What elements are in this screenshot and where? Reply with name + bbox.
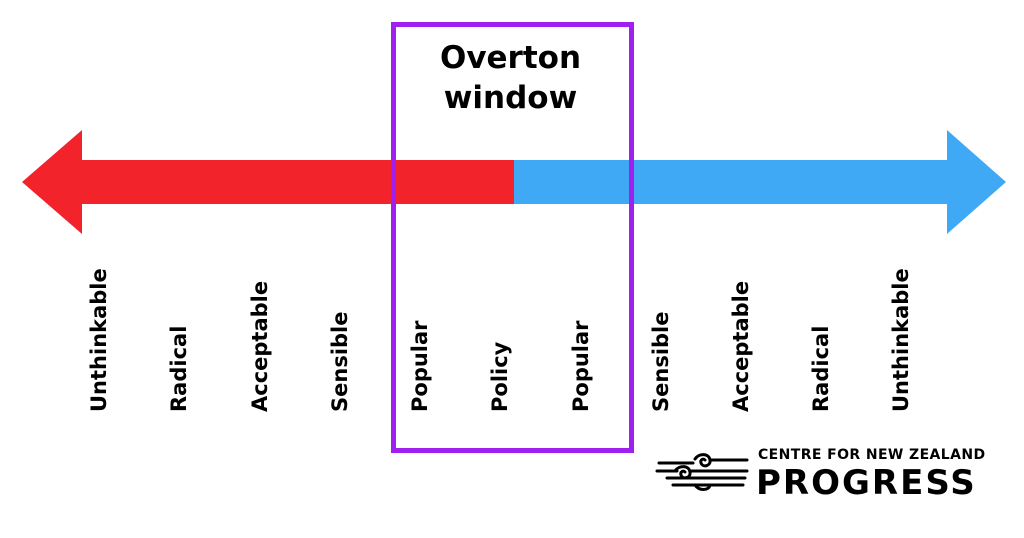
- label-unthinkable-left: Unthinkable: [87, 268, 111, 412]
- logo-text-main: PROGRESS: [756, 463, 977, 503]
- wind-swirl-icon: [655, 453, 749, 491]
- left-arrow: [22, 130, 514, 234]
- label-unthinkable-right: Unthinkable: [889, 268, 913, 412]
- label-radical-left: Radical: [167, 325, 191, 412]
- overton-window-frame: [391, 22, 634, 453]
- cfnzp-logo: CENTRE FOR NEW ZEALAND PROGRESS: [655, 445, 1000, 505]
- label-acceptable-left: Acceptable: [248, 280, 272, 412]
- label-popular-left: Popular: [408, 320, 432, 412]
- label-sensible-right: Sensible: [649, 311, 673, 413]
- label-popular-right: Popular: [569, 320, 593, 412]
- label-acceptable-right: Acceptable: [729, 280, 753, 412]
- label-sensible-left: Sensible: [328, 311, 352, 413]
- right-arrow: [514, 130, 1006, 234]
- label-radical-right: Radical: [809, 325, 833, 412]
- window-title: Overton window: [391, 38, 630, 118]
- window-title-line1: Overton: [439, 40, 582, 76]
- logo-text-top: CENTRE FOR NEW ZEALAND: [758, 447, 986, 463]
- label-policy: Policy: [488, 341, 512, 412]
- window-title-line2: window: [443, 80, 578, 116]
